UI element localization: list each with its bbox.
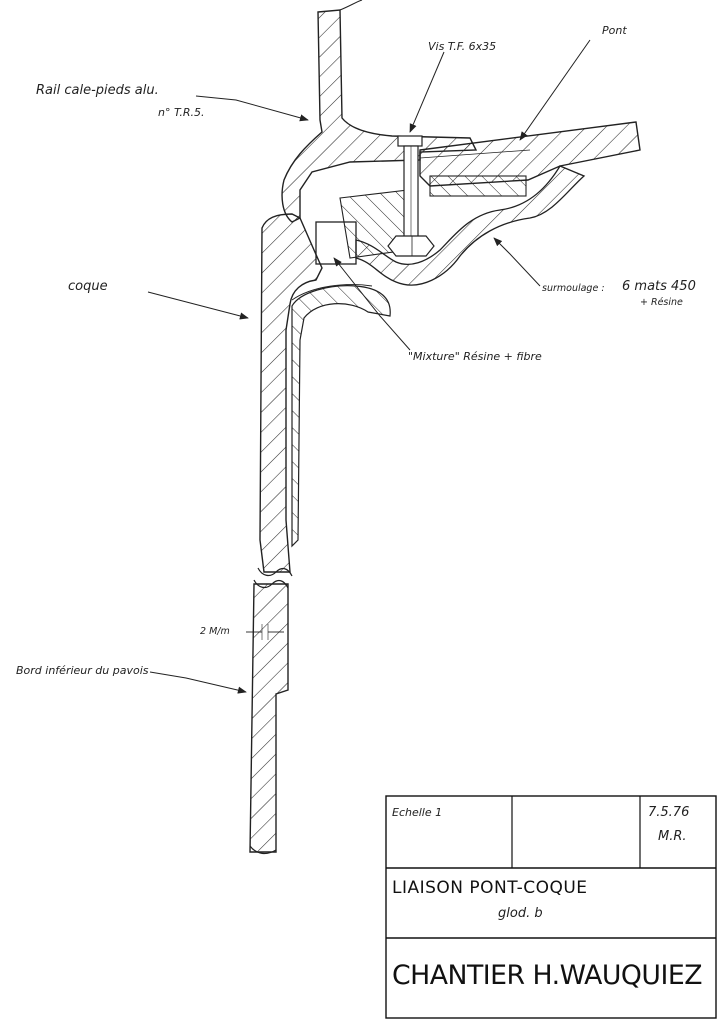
title-block-title: LIAISON PONT-COQUE [392, 878, 588, 898]
surmoulage-layer [355, 165, 586, 286]
label-surmoulage-resin: + Résine [640, 297, 683, 308]
title-block-initials: M.R. [658, 829, 687, 844]
label-mixture: "Mixture" Résine + fibre [408, 350, 542, 363]
thickness-dimension [246, 624, 284, 640]
title-block-scale: Echelle 1 [392, 806, 442, 819]
label-pont: Pont [602, 24, 627, 37]
label-surmoulage-qty: 6 mats 450 [622, 279, 696, 294]
hull-lower-strip [249, 583, 289, 855]
title-block: Echelle 1 7.5.76 M.R. LIAISON PONT-COQUE… [385, 795, 717, 1019]
label-thickness: 2 M/m [200, 626, 230, 637]
label-surmoulage: surmoulage : [542, 283, 605, 294]
title-block-date: 7.5.76 [648, 805, 689, 820]
label-rail-ref: n° T.R.5. [158, 106, 205, 119]
deck-pont [419, 121, 641, 187]
leader-lines [147, 39, 591, 694]
label-vis: Vis T.F. 6x35 [428, 40, 496, 53]
hull-coque [253, 213, 391, 589]
label-rail: Rail cale-pieds alu. [36, 83, 159, 98]
label-bord: Bord inférieur du pavois [16, 664, 149, 677]
title-block-subtitle: glod. b [498, 906, 543, 921]
label-coque: coque [68, 279, 108, 294]
title-block-company: CHANTIER H.WAUQUIEZ [392, 960, 702, 991]
screw-vis [387, 135, 435, 257]
